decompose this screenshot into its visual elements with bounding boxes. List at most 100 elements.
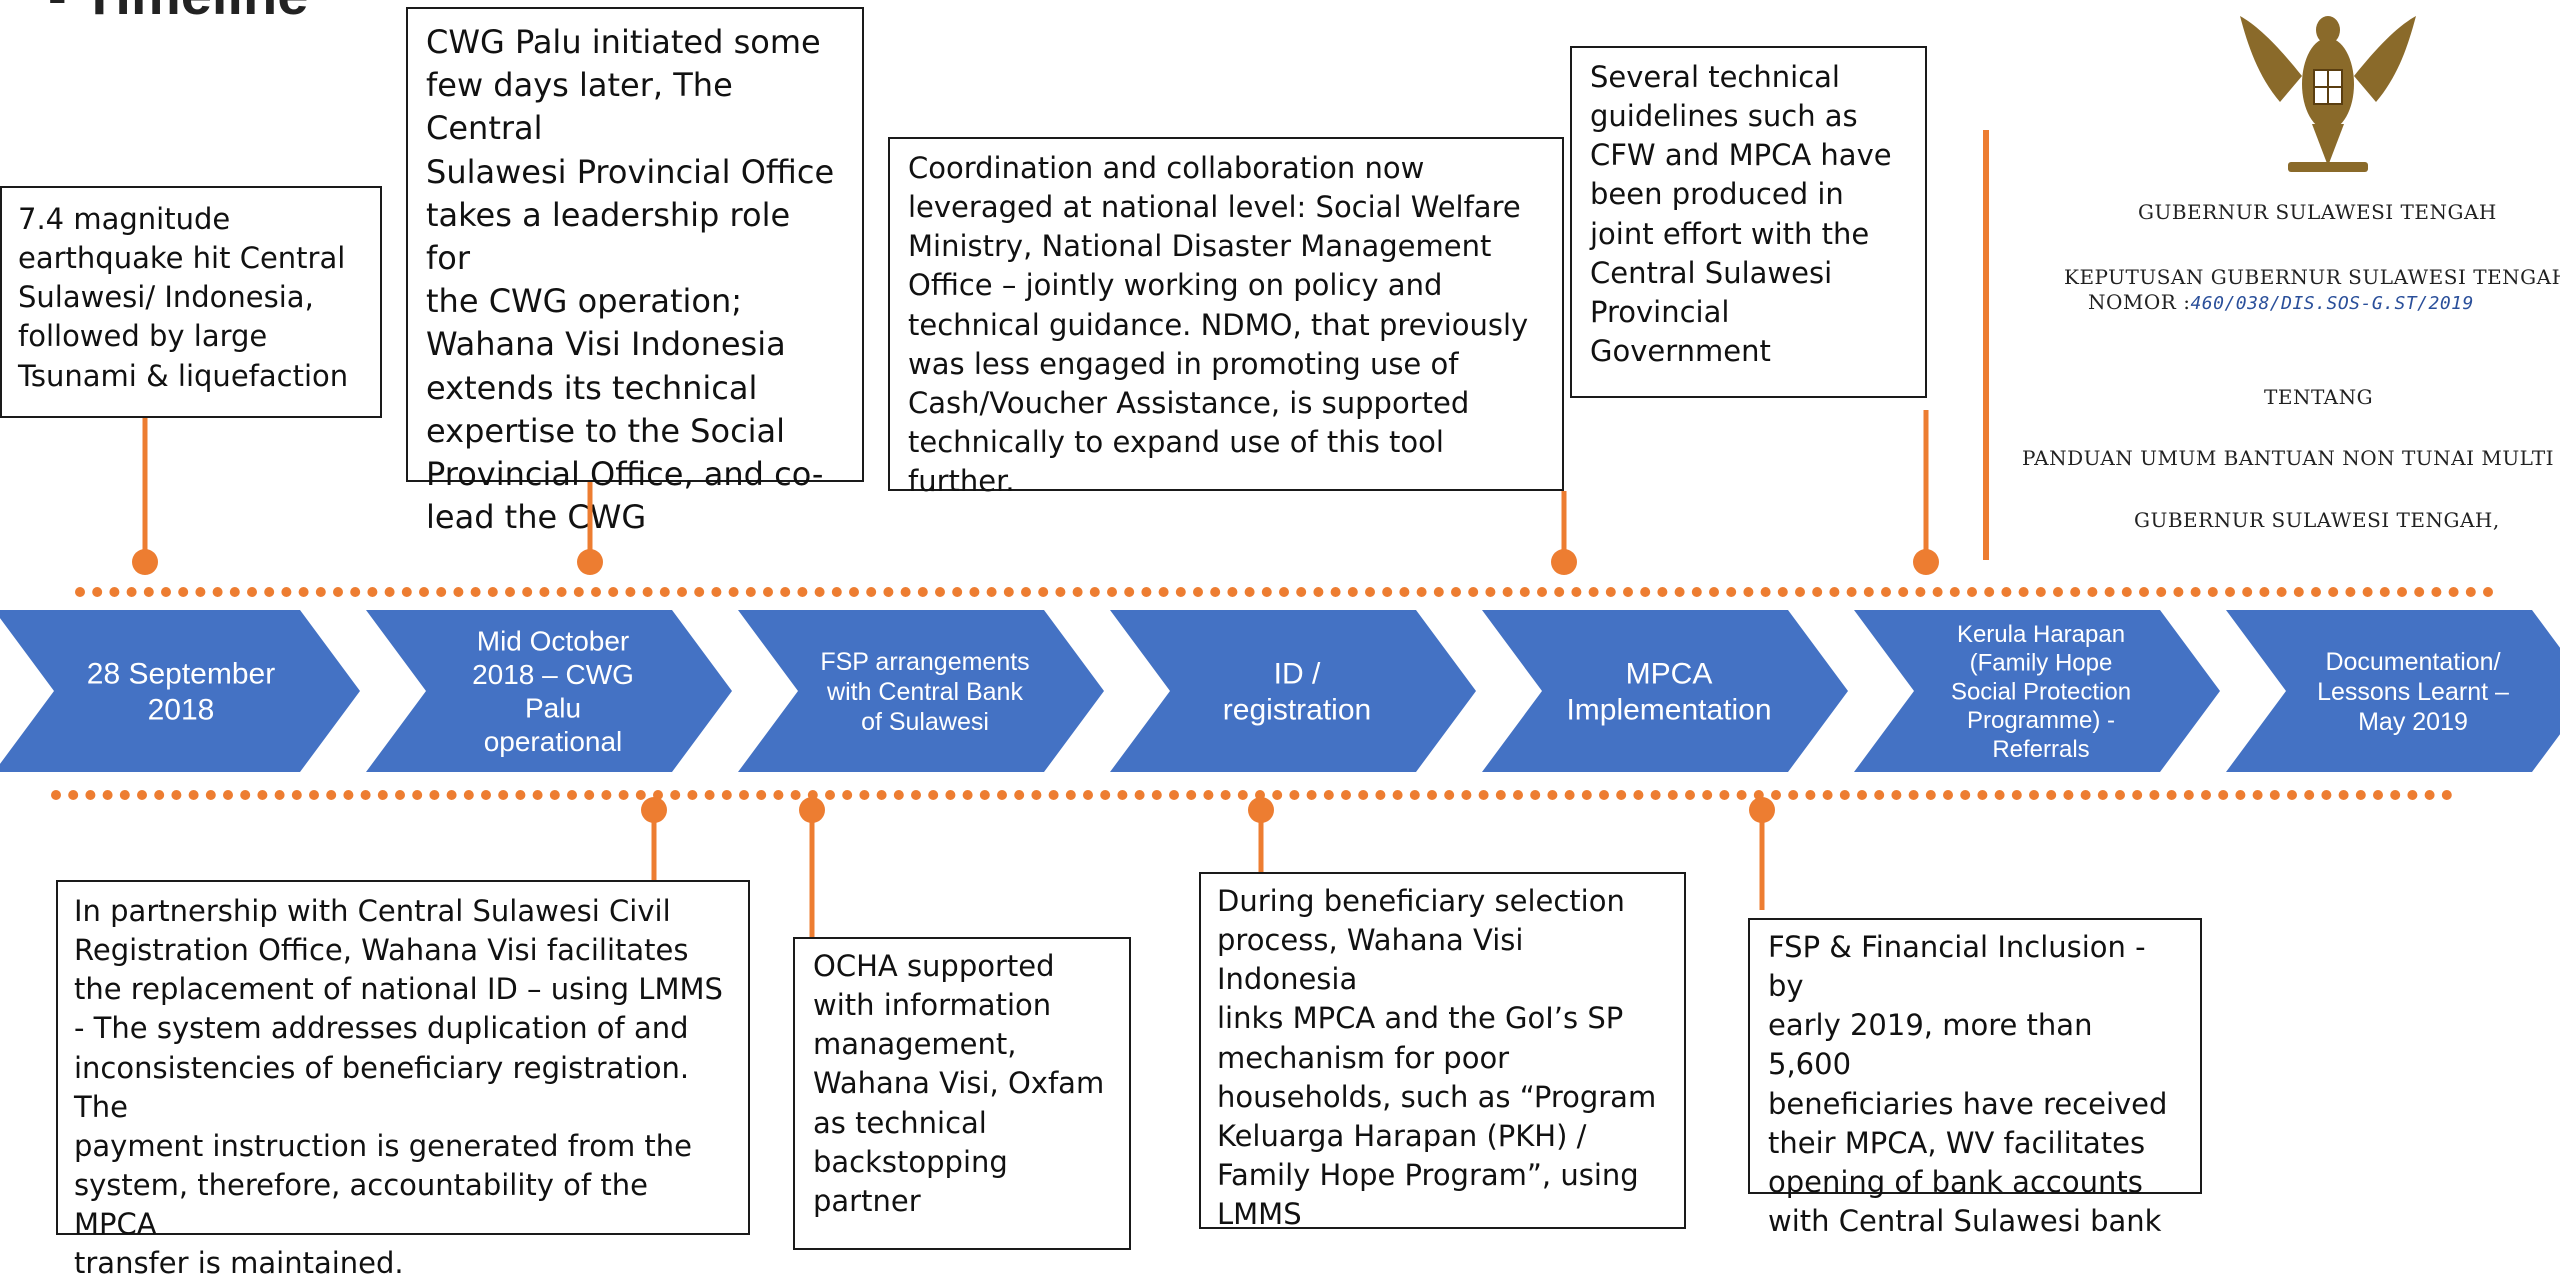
note-line: extends its technical [426, 368, 758, 407]
dot [567, 790, 577, 800]
dot [315, 587, 326, 597]
dot [453, 587, 464, 597]
note-line: Wahana Visi Indonesia [426, 325, 786, 364]
note-line: as technical [813, 1105, 987, 1140]
dot [773, 790, 784, 800]
dot [601, 790, 612, 800]
dot [1949, 587, 1960, 597]
dot [2355, 790, 2366, 800]
dot [367, 587, 378, 597]
dot [831, 587, 842, 597]
dot [1365, 587, 1375, 597]
note-beneficiary-selection: During beneficiary selection process, Wa… [1199, 872, 1686, 1231]
dot [997, 790, 1007, 800]
note-line: opening of bank accounts [1768, 1164, 2143, 1199]
stage-label: 28 September [87, 658, 275, 691]
dot [2345, 587, 2356, 597]
dot [51, 790, 61, 800]
dot [1100, 790, 1111, 800]
stage-label: operational [484, 726, 623, 757]
dot [1072, 587, 1083, 597]
dot [1881, 587, 1891, 597]
note-national-coordination: Coordination and collaboration now lever… [888, 137, 1564, 498]
note-line: Provincial Office, and co- [426, 454, 824, 493]
note-line: Office – jointly working on policy and [908, 268, 1443, 303]
note-line: backstopping [813, 1144, 1008, 1179]
decree-orange-rule [1983, 130, 1989, 560]
note-civil-registration: In partnership with Central Sulawesi Civ… [56, 880, 750, 1280]
connector-dot [577, 549, 603, 575]
connector-dot [641, 797, 667, 823]
dot [677, 587, 687, 597]
dot [1554, 587, 1565, 597]
dot [790, 790, 801, 800]
dot [2414, 587, 2425, 597]
dot [670, 790, 681, 800]
dot [470, 587, 481, 597]
dot [2190, 587, 2201, 597]
dot [446, 790, 457, 800]
note-line: system, therefore, accountability of the… [74, 1167, 648, 1242]
dot [178, 587, 189, 597]
dot [928, 790, 939, 800]
dot [343, 790, 354, 800]
stage-label: Implementation [1566, 694, 1771, 727]
dot [2035, 587, 2046, 597]
timeline-stage-2 [366, 610, 732, 772]
dot [1932, 587, 1943, 597]
dot [1083, 790, 1093, 800]
dot [1812, 587, 1823, 597]
dot [2431, 587, 2442, 597]
note-line: 7.4 magnitude [18, 202, 231, 236]
note-ocha: OCHA supported with information manageme… [793, 937, 1131, 1250]
dot [1323, 790, 1334, 800]
dot [1726, 587, 1737, 597]
dot [1186, 790, 1197, 800]
dot [1650, 790, 1661, 800]
dot [825, 790, 835, 800]
dot [143, 587, 154, 597]
note-line: Government [1590, 333, 1771, 368]
dot [2080, 790, 2091, 800]
dot [1599, 790, 1609, 800]
note-line: Ministry, National Disaster Management [908, 229, 1492, 264]
dot [247, 587, 257, 597]
dot [1743, 587, 1754, 597]
dot [1581, 790, 1592, 800]
dot [532, 790, 543, 800]
dot [635, 790, 646, 800]
dot [264, 587, 275, 597]
dot [2207, 587, 2218, 597]
dot [1427, 790, 1437, 800]
dot [119, 790, 130, 800]
dot [487, 587, 498, 597]
dot [429, 790, 440, 800]
note-line: inconsistencies of beneficiary registrat… [74, 1050, 690, 1124]
stage-label: 2018 [148, 694, 215, 727]
dot [1279, 587, 1289, 597]
dot [2183, 790, 2194, 800]
dot [1124, 587, 1135, 597]
dot [893, 790, 904, 800]
dot [401, 587, 412, 597]
dot [2362, 587, 2373, 597]
dot [2166, 790, 2177, 800]
dot [659, 587, 670, 597]
dot [876, 790, 887, 800]
dot [240, 790, 251, 800]
stage-label: of Sulawesi [861, 708, 989, 736]
dot [481, 790, 491, 800]
dot [1193, 587, 1203, 597]
dot [463, 790, 474, 800]
dot [797, 587, 808, 597]
note-line: lead the CWG [426, 498, 647, 537]
dot [763, 587, 773, 597]
dot [1341, 790, 1351, 800]
dot [1667, 790, 1678, 800]
dot [1220, 790, 1231, 800]
dot [326, 790, 337, 800]
note-line: was less engaged in promoting use of [908, 346, 1459, 381]
dot [274, 790, 285, 800]
dot [1416, 587, 1427, 597]
dot [1003, 587, 1014, 597]
